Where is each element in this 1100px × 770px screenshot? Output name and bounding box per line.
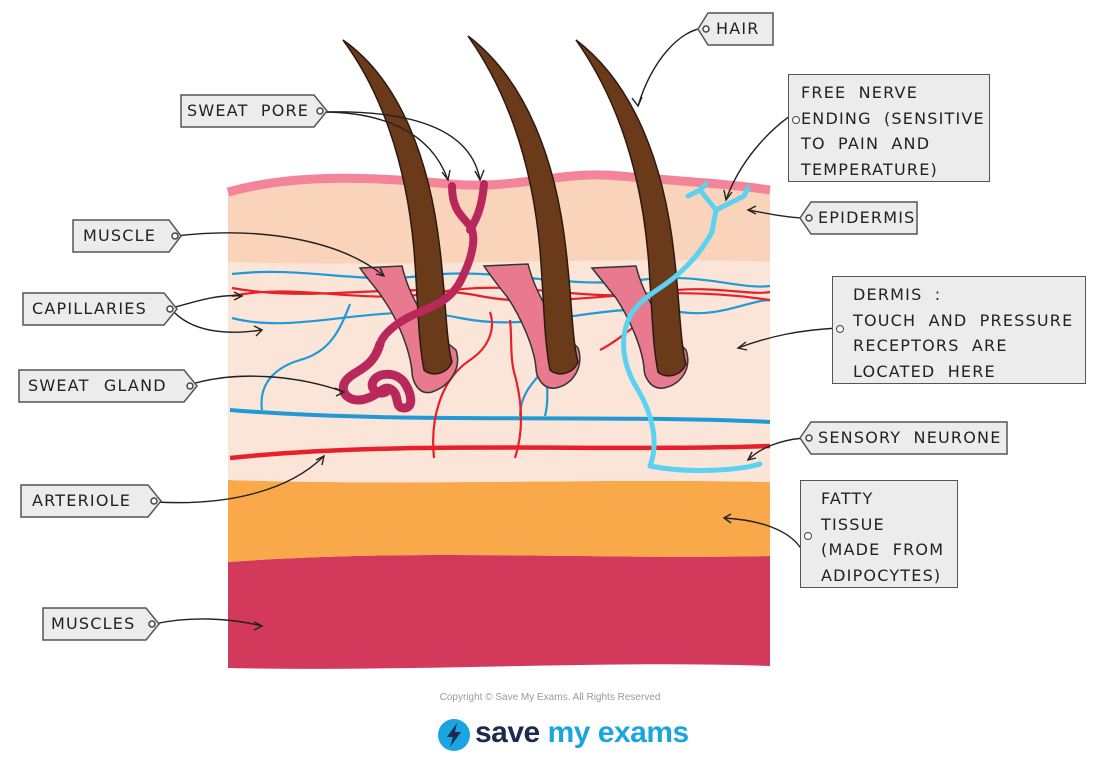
sensory-nerve (621, 181, 763, 473)
free-nerve-ending-line-2: ENDING (SENSITIVE (801, 108, 985, 128)
label-capillaries: CAPILLARIES (22, 292, 178, 326)
label-dermis: DERMIS : TOUCH AND PRESSURE RECEPTORS AR… (832, 276, 1086, 384)
label-epidermis-text: EPIDERMIS (818, 208, 916, 227)
dermis-line-1: DERMIS : (853, 285, 942, 304)
label-arteriole: ARTERIOLE (20, 484, 162, 518)
dermis-line-4: LOCATED HERE (853, 361, 996, 381)
label-hair-text: HAIR (716, 19, 760, 38)
label-pointers (153, 27, 839, 631)
fatty-tissue-line-1: FATTY (821, 489, 874, 508)
free-nerve-ending-line-4: TEMPERATURE) (801, 159, 938, 179)
label-hair: HAIR (697, 12, 774, 46)
label-sweat-pore: SWEAT PORE (180, 94, 328, 128)
label-muscle-text: MUSCLE (83, 226, 157, 245)
label-sensory-neurone: SENSORY NEURONE (799, 421, 1008, 455)
fatty-tissue-layer (228, 480, 770, 562)
label-sweat-gland-text: SWEAT GLAND (28, 376, 167, 395)
skin-surface (226, 170, 771, 197)
label-sensory-neurone-text: SENSORY NEURONE (818, 428, 1002, 447)
logo-word-my-exams: my exams (547, 716, 690, 749)
label-free-nerve-ending: FREE NERVE ENDING (SENSITIVE TO PAIN AND… (788, 74, 990, 182)
muscle-layer (228, 554, 770, 669)
free-nerve-ending-line-3: TO PAIN AND (801, 134, 931, 153)
label-muscles-text: MUSCLES (51, 614, 136, 633)
label-sweat-gland: SWEAT GLAND (18, 369, 198, 403)
arteriole-vessel (229, 443, 771, 461)
copyright-notice: Copyright © Save My Exams. All Rights Re… (439, 692, 661, 703)
epidermis-layer (228, 174, 770, 264)
fatty-tissue-line-2: TISSUE (821, 514, 885, 534)
label-arteriole-text: ARTERIOLE (32, 491, 132, 510)
label-capillaries-text: CAPILLARIES (32, 299, 147, 318)
label-epidermis: EPIDERMIS (799, 201, 918, 235)
fatty-tissue-line-4: ADIPOCYTES) (821, 565, 942, 585)
fatty-tissue-line-3: (MADE FROM (821, 540, 945, 559)
label-fatty-tissue: FATTY TISSUE (MADE FROM ADIPOCYTES) (800, 480, 958, 588)
free-nerve-ending-line-1: FREE NERVE (801, 83, 918, 102)
label-muscles: MUSCLES (42, 607, 160, 641)
lightning-bolt-icon (438, 719, 470, 751)
logo-word-save: save (475, 716, 540, 749)
dermis-line-3: RECEPTORS ARE (853, 336, 1008, 355)
label-sweat-pore-text: SWEAT PORE (187, 101, 310, 120)
dermis-line-2: TOUCH AND PRESSURE (853, 310, 1074, 330)
sweat-gland-structure (338, 180, 488, 413)
vein (229, 408, 771, 424)
label-muscle: MUSCLE (72, 219, 182, 253)
